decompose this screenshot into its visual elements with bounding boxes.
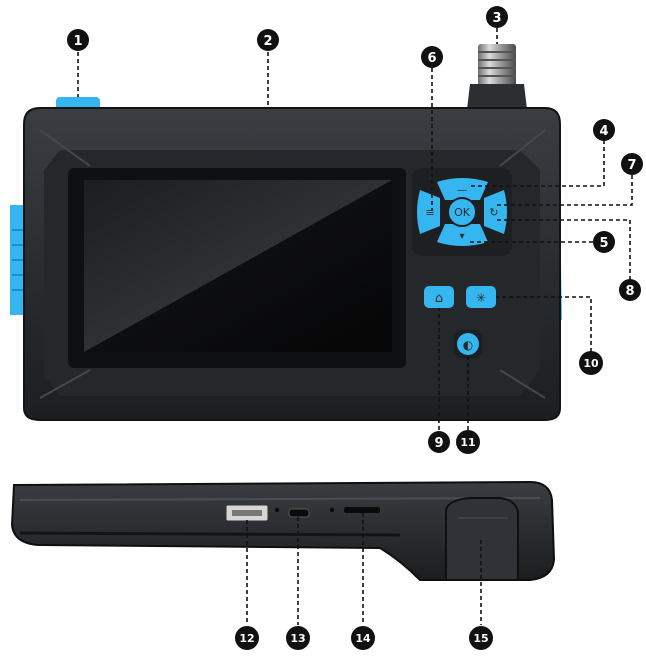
svg-text:13: 13 <box>290 632 305 645</box>
power-icon: ◐ <box>463 338 473 352</box>
display-screen <box>84 180 392 352</box>
body-bevels <box>39 129 546 399</box>
menu-button <box>417 190 440 234</box>
connector-housing <box>445 497 519 581</box>
callout-13: 13 <box>286 626 310 650</box>
svg-text:15: 15 <box>473 632 488 645</box>
callout-8: 8 <box>619 279 641 301</box>
callout-4: 4 <box>593 119 615 141</box>
svg-text:1: 1 <box>73 34 82 49</box>
ok-button <box>447 197 477 227</box>
callout-14: 14 <box>351 626 375 650</box>
svg-text:9: 9 <box>434 436 443 451</box>
callout-12: 12 <box>235 626 259 650</box>
callout-5: 5 <box>593 231 615 253</box>
rotate-icon: ↻ <box>489 206 498 219</box>
callout-10: 10 <box>579 351 603 375</box>
menu-icon: ≡ <box>425 206 434 219</box>
home-icon: ⌂ <box>435 291 443 306</box>
callout-11: 11 <box>456 430 480 454</box>
callout-9: 9 <box>428 431 450 453</box>
svg-text:3: 3 <box>492 11 501 26</box>
callout-1: 1 <box>67 29 89 51</box>
light-icon: ✳ <box>476 291 486 305</box>
svg-text:11: 11 <box>460 436 475 449</box>
light-button <box>466 286 496 308</box>
svg-text:6: 6 <box>427 51 436 66</box>
micro-usb-port <box>288 508 310 518</box>
svg-text:10: 10 <box>583 357 599 370</box>
dpad: OK — ▾ ≡ ↻ <box>417 178 507 246</box>
callout-2: 2 <box>257 29 279 51</box>
camera-connector <box>466 44 528 118</box>
sd-card-slot <box>344 507 380 513</box>
leader-lines <box>77 28 633 625</box>
down-button <box>437 224 488 246</box>
svg-text:14: 14 <box>355 632 371 645</box>
home-button <box>424 286 454 308</box>
svg-text:8: 8 <box>625 284 634 299</box>
ok-label: OK <box>454 206 471 219</box>
callout-6: 6 <box>421 46 443 68</box>
callout-7: 7 <box>621 153 643 175</box>
callout-badges: 1 2 3 4 5 6 7 8 9 10 11 12 13 14 15 <box>67 6 643 650</box>
rotate-button <box>484 190 507 234</box>
down-glyph: ▾ <box>459 231 464 242</box>
indicator-hole-2 <box>329 507 335 513</box>
callout-15: 15 <box>469 626 493 650</box>
indicator-hole-1 <box>274 507 280 513</box>
up-glyph: — <box>457 185 467 196</box>
up-button <box>437 178 488 200</box>
callout-3: 3 <box>486 6 508 28</box>
svg-text:2: 2 <box>263 34 272 49</box>
svg-text:7: 7 <box>627 158 636 173</box>
power-button <box>457 333 479 355</box>
svg-text:4: 4 <box>599 124 608 139</box>
svg-text:12: 12 <box>239 632 254 645</box>
device-side-view <box>10 480 556 581</box>
svg-text:5: 5 <box>599 236 608 251</box>
